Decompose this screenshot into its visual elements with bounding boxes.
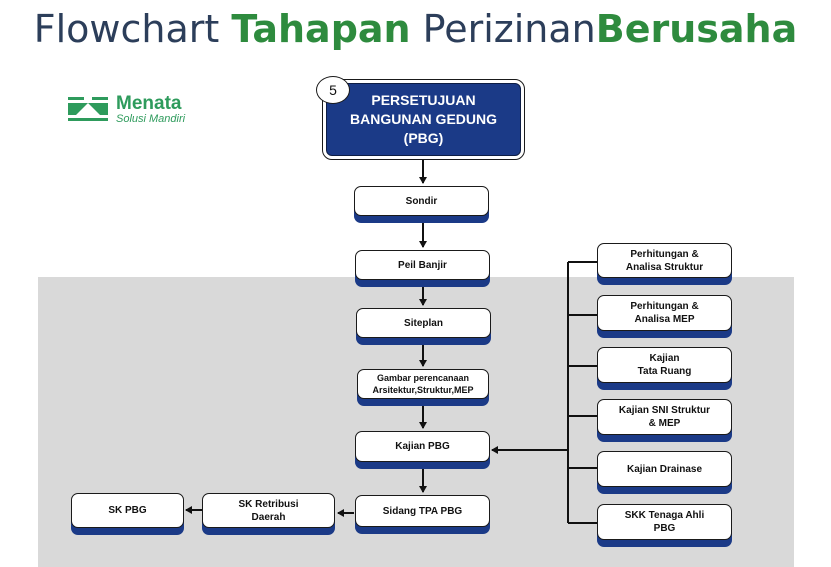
side-node-label: Kajian Drainase — [626, 463, 703, 475]
flow-node-sidang-tpa-pbg: Sidang TPA PBG — [355, 495, 490, 527]
side-node-perhitungan-analisa-mep: Perhitungan & Analisa MEP — [597, 295, 732, 331]
flow-node-label: Peil Banjir — [398, 259, 447, 271]
main-node-pbg: PERSETUJUAN BANGUNAN GEDUNG (PBG) — [322, 79, 525, 160]
flow-node-label: Gambar perencanaan Arsitektur,Struktur,M… — [372, 373, 474, 395]
title-part-1: Flowchart — [33, 7, 232, 51]
flow-node-label: Sidang TPA PBG — [382, 505, 463, 517]
side-node-label: Perhitungan & Analisa MEP — [630, 301, 699, 325]
menata-logo: Menata Solusi Mandiri — [66, 94, 206, 128]
flow-node-sk-retribusi-daerah: SK Retribusi Daerah — [202, 493, 335, 528]
main-node-label: PERSETUJUAN BANGUNAN GEDUNG (PBG) — [350, 92, 497, 146]
flow-node-sk-pbg: SK PBG — [71, 493, 184, 528]
title-part-2: Tahapan — [231, 7, 411, 51]
side-node-label: Perhitungan & Analisa Struktur — [625, 248, 704, 273]
flow-node-label: Kajian PBG — [395, 441, 450, 452]
flow-node-label: SK PBG — [108, 505, 147, 516]
side-node-kajian-sni-struktur-mep: Kajian SNI Struktur & MEP — [597, 399, 732, 435]
flow-node-sondir: Sondir — [354, 186, 489, 216]
side-node-label: SKK Tenaga Ahli PBG — [624, 510, 705, 534]
menata-logo-mark-icon — [68, 97, 108, 121]
side-node-label: Kajian Tata Ruang — [637, 353, 692, 377]
title-part-3: Perizinan — [410, 7, 596, 51]
step-number: 5 — [329, 82, 337, 98]
side-node-perhitungan-analisa-struktur: Perhitungan & Analisa Struktur — [597, 243, 732, 278]
side-node-kajian-drainase: Kajian Drainase — [597, 451, 732, 487]
flow-node-label: SK Retribusi Daerah — [238, 498, 299, 523]
logo-brand: Menata — [116, 93, 182, 114]
side-node-kajian-tata-ruang: Kajian Tata Ruang — [597, 347, 732, 383]
step-number-badge: 5 — [316, 76, 350, 104]
logo-tagline: Solusi Mandiri — [116, 113, 186, 125]
flow-node-peil-banjir: Peil Banjir — [355, 250, 490, 280]
flow-node-label: Siteplan — [404, 317, 443, 329]
flow-node-gambar-perencanaan: Gambar perencanaan Arsitektur,Struktur,M… — [357, 369, 489, 399]
page-title: Flowchart Tahapan PerizinanBerusaha — [0, 6, 831, 52]
flow-node-siteplan: Siteplan — [356, 308, 491, 338]
title-part-4: Berusaha — [595, 7, 798, 51]
flow-node-label: Sondir — [405, 195, 438, 207]
flow-node-kajian-pbg: Kajian PBG — [355, 431, 490, 462]
side-node-skk-tenaga-ahli-pbg: SKK Tenaga Ahli PBG — [597, 504, 732, 540]
side-node-label: Kajian SNI Struktur & MEP — [618, 405, 711, 429]
